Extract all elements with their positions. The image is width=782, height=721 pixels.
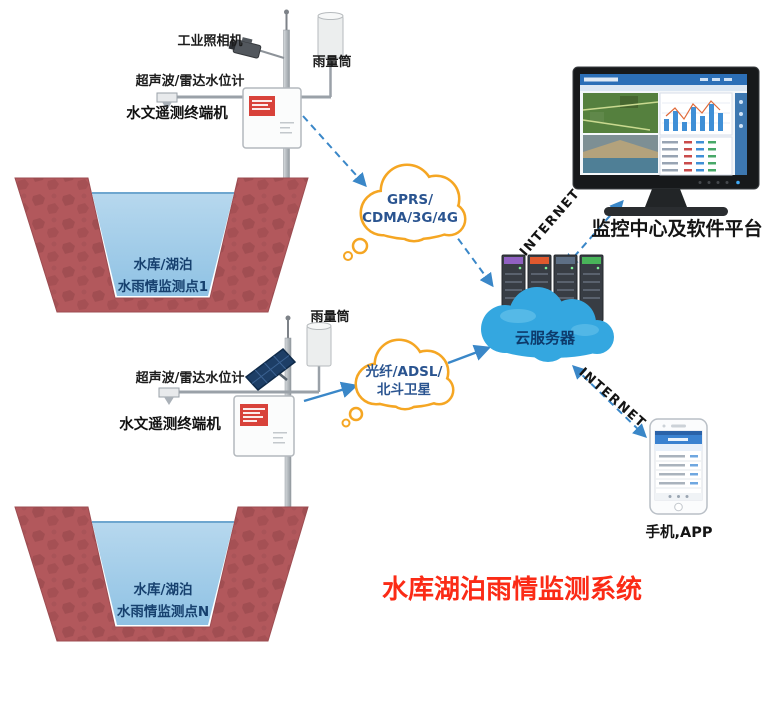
link-gprs-to-server <box>450 228 494 288</box>
cloud-puff <box>351 237 369 255</box>
fiber-cloud-line2: 北斗卫星 <box>377 382 431 398</box>
phone-app-label: 手机,APP <box>646 523 713 541</box>
monitoring-station-2: 雨量筒 超声波/雷达水位计 水文遥测终端机 <box>119 309 350 509</box>
gprs-cloud-line1: GPRS/ <box>387 192 433 208</box>
dashboard-data-table <box>659 136 733 176</box>
reservoir-1-water <box>92 193 234 296</box>
dashboard-photo-image <box>583 135 658 173</box>
reservoir-1: 水库/湖泊 水雨情监测点1 <box>14 177 309 313</box>
telemetry-box-icon <box>233 395 295 457</box>
mobile-phone: 手机,APP <box>646 418 713 541</box>
station1-rain-gauge-label: 雨量筒 <box>312 54 351 70</box>
phone-speaker <box>671 424 686 428</box>
gprs-cloud-line2: CDMA/3G/4G <box>362 210 458 226</box>
dashboard-bar-chart <box>659 92 733 136</box>
cloud-puff <box>343 251 353 261</box>
fiber-cloud-line1: 光纤/ADSL/ <box>365 363 443 380</box>
phone-camera-dot <box>662 424 666 428</box>
reservoir-n-wall-texture <box>15 507 308 641</box>
gprs-cloud: GPRS/ CDMA/3G/4G <box>343 166 464 261</box>
link-fiber-to-server <box>447 344 492 365</box>
reservoir-1-site: 水雨情监测点1 <box>118 278 208 295</box>
reservoir-n-site: 水雨情监测点N <box>117 603 209 620</box>
reservoir-n-name: 水库/湖泊 <box>134 581 193 598</box>
cloud-puff <box>348 406 364 422</box>
dashboard-side-toolbar <box>735 93 747 175</box>
station2-water-level-label: 超声波/雷达水位计 <box>136 370 245 386</box>
diagram-title: 水库湖泊雨情监测系统 <box>382 574 642 605</box>
water-level-sensor-icon <box>156 92 178 110</box>
monitor-stand-neck <box>645 189 687 207</box>
cloud-server-label: 云服务器 <box>515 329 576 347</box>
link-station2-to-fiber <box>303 381 359 403</box>
link-station1-to-gprs <box>302 115 367 188</box>
antenna-icon <box>285 315 291 340</box>
internet-label-top: INTERNET <box>517 186 584 259</box>
water-level-sensor-icon <box>158 387 180 405</box>
station2-terminal-label: 水文遥测终端机 <box>119 415 221 433</box>
station1-camera-label: 工业照相机 <box>177 33 242 49</box>
reservoir-1-name: 水库/湖泊 <box>134 256 193 273</box>
station1-water-level-label: 超声波/雷达水位计 <box>136 73 245 89</box>
internet-label-bottom: INTERNET <box>576 365 649 432</box>
reservoir-n: 水库/湖泊 水雨情监测点N <box>14 506 309 642</box>
server-cloud-icon <box>481 287 614 362</box>
cloud-server: 云服务器 <box>481 254 614 362</box>
rain-gauge-icon <box>306 322 332 392</box>
link-server-to-phone <box>571 365 648 438</box>
rain-gauge-icon <box>317 12 344 97</box>
station2-rain-gauge-label: 雨量筒 <box>310 309 349 325</box>
monitor-center-label: 监控中心及软件平台 <box>591 217 762 240</box>
monitor-screen <box>580 74 747 176</box>
reservoir-n-water <box>92 522 234 625</box>
solar-panel-icon <box>244 347 297 392</box>
monitor-bezel-buttons <box>698 180 740 185</box>
telemetry-box-icon <box>242 87 302 149</box>
reservoir-1-wall-texture <box>15 178 308 312</box>
dashboard-map-image <box>582 93 659 133</box>
phone-screen <box>654 430 703 501</box>
fiber-cloud: 光纤/ADSL/ 北斗卫星 <box>341 341 453 428</box>
monitor-stand-base <box>604 207 728 216</box>
monitoring-station-1: 工业照相机 雨量筒 超声波/雷达水位计 水文遥测终端机 <box>126 9 352 181</box>
cloud-puff <box>341 418 351 428</box>
monitor: 监控中心及软件平台 <box>572 66 763 240</box>
station1-terminal-label: 水文遥测终端机 <box>126 104 228 122</box>
phone-home-button <box>674 502 683 512</box>
industrial-camera-icon <box>228 37 285 59</box>
